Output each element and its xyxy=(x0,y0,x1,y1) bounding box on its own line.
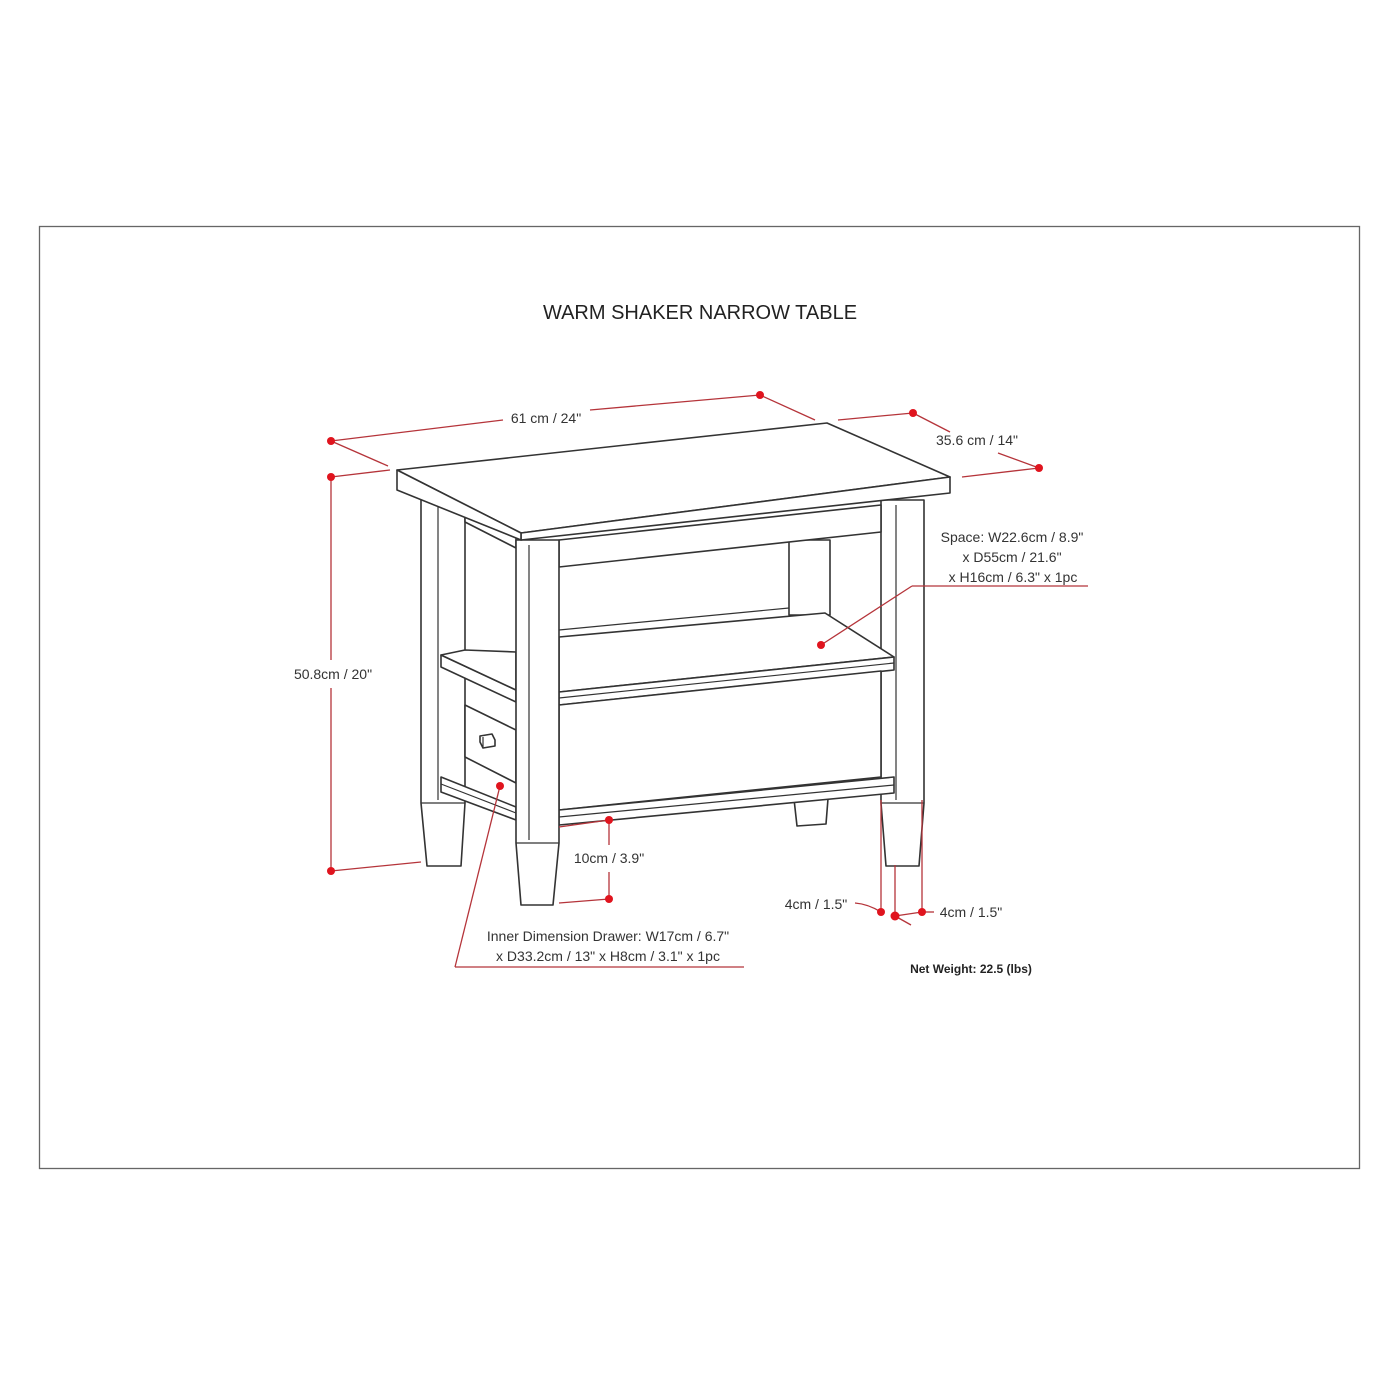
leg-clearance-label: 10cm / 3.9" xyxy=(574,850,644,866)
leg-width-dimension: 4cm / 1.5" 4cm / 1.5" xyxy=(785,800,1003,926)
leg-width-right-label: 4cm / 1.5" xyxy=(940,904,1003,920)
diagram-title: WARM SHAKER NARROW TABLE xyxy=(543,302,857,324)
right-leg xyxy=(880,499,925,867)
height-label: 50.8cm / 20" xyxy=(294,666,372,682)
width-dimension: 61 cm / 24" xyxy=(327,391,816,467)
leg-width-left-label: 4cm / 1.5" xyxy=(785,896,848,912)
drawer-line-2: x D33.2cm / 13" x H8cm / 3.1" x 1pc xyxy=(496,948,720,964)
leg-clearance-dimension: 10cm / 3.9" xyxy=(558,816,644,904)
diagram-frame xyxy=(38,225,1361,1170)
width-label: 61 cm / 24" xyxy=(511,410,581,426)
depth-label: 35.6 cm / 14" xyxy=(936,432,1018,448)
space-line-2: x D55cm / 21.6" xyxy=(962,549,1061,565)
drawer-knob xyxy=(479,733,496,749)
drawer-callout: Inner Dimension Drawer: W17cm / 6.7" x D… xyxy=(454,782,744,968)
middle-shelf xyxy=(440,612,895,706)
depth-dimension: 35.6 cm / 14" xyxy=(837,409,1043,478)
back-left-leg xyxy=(420,496,466,867)
table-top xyxy=(396,422,951,541)
front-left-leg xyxy=(515,539,560,906)
side-drawer xyxy=(464,704,517,784)
height-dimension: 50.8cm / 20" xyxy=(294,469,422,875)
net-weight: Net Weight: 22.5 (lbs) xyxy=(910,962,1032,976)
space-line-1: Space: W22.6cm / 8.9" xyxy=(941,529,1084,545)
table-illustration xyxy=(396,422,951,906)
shelf-space-callout: Space: W22.6cm / 8.9" x D55cm / 21.6" x … xyxy=(817,529,1088,649)
drawer-line-1: Inner Dimension Drawer: W17cm / 6.7" xyxy=(487,928,729,944)
space-line-3: x H16cm / 6.3" x 1pc xyxy=(949,569,1078,585)
dimension-annotations: 61 cm / 24" 35.6 cm / 14" 50.8cm / 20" S… xyxy=(294,391,1088,976)
